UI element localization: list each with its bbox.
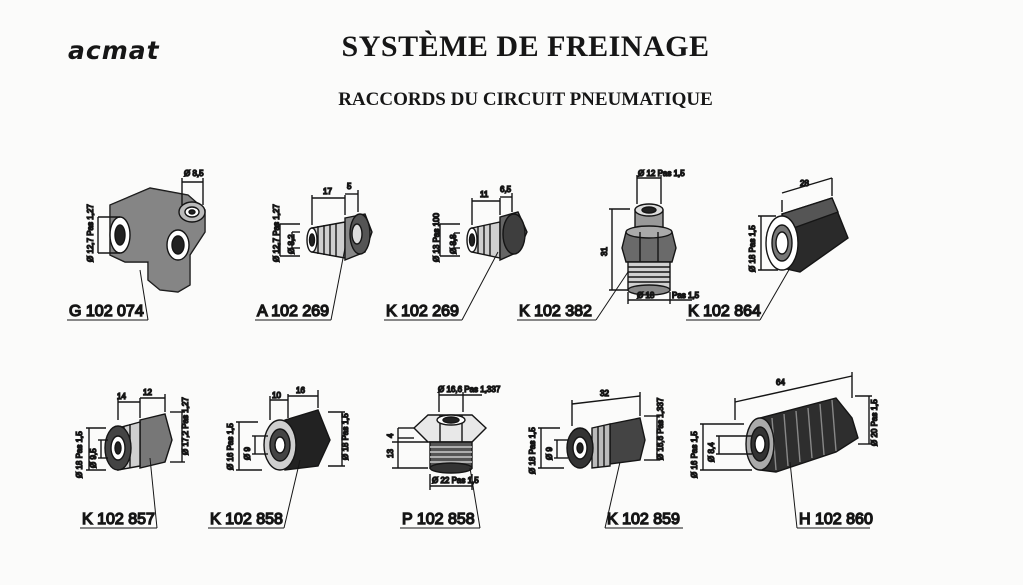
part-k102858: 10 16 Ø 16 Pas 1,5 Ø 9 Ø 18 Pas 1,5 K 10… bbox=[208, 385, 351, 529]
dim-label: 11 bbox=[480, 190, 489, 199]
part-k102269: 11 6,5 Ø 13 Pas 100 Ø 8,8 K 102 269 bbox=[384, 184, 528, 321]
part-h102860: 64 Ø 16 Pas 1,5 Ø 8,4 Ø 20 Pas 1,5 H 102… bbox=[689, 372, 880, 529]
part-reference: K 102 269 bbox=[386, 303, 459, 320]
dim-label: Ø 12,7 Pas 1,27 bbox=[86, 204, 95, 262]
dim-label: 16 bbox=[296, 386, 305, 395]
part-drawing bbox=[392, 392, 488, 490]
part-drawing bbox=[439, 193, 528, 262]
dim-label: Ø 18 bbox=[637, 291, 655, 300]
part-reference: K 102 859 bbox=[607, 511, 680, 528]
part-p102858: Ø 16,6 Pas 1,337 4 13 Ø 22 Pas 1,5 P 102… bbox=[385, 384, 501, 528]
part-k102864: 28 Ø 18 Pas 1,5 K 102 864 bbox=[686, 177, 849, 321]
part-k102859: 32 Ø 16,6 Pas 1,337 Ø 18 Pas 1,5 Ø 9 K 1… bbox=[527, 388, 683, 529]
part-drawing bbox=[758, 177, 849, 273]
brand-logo: acmat bbox=[68, 36, 160, 65]
dim-label: Ø 13 Pas 100 bbox=[432, 213, 441, 262]
dim-label: Ø 17,2 Pas 1,27 bbox=[181, 397, 190, 455]
dim-label: 10 bbox=[272, 391, 281, 400]
dim-label: 13 bbox=[386, 449, 395, 458]
part-drawing bbox=[236, 390, 345, 471]
dim-label: 5 bbox=[347, 182, 352, 191]
part-drawing bbox=[86, 394, 185, 471]
dim-label: 32 bbox=[600, 389, 609, 398]
dim-label: Ø 18 Pas 1,5 bbox=[528, 427, 537, 474]
part-reference: K 102 858 bbox=[210, 511, 283, 528]
part-drawing bbox=[97, 178, 206, 293]
dim-label: Ø 9 bbox=[243, 447, 252, 460]
part-reference: H 102 860 bbox=[799, 511, 873, 528]
dim-label: Ø 18 Pas 1,5 bbox=[748, 225, 757, 272]
part-reference: K 102 382 bbox=[519, 303, 592, 320]
dim-label: 17 bbox=[323, 187, 332, 196]
part-reference: K 102 864 bbox=[688, 303, 761, 320]
part-reference: A 102 269 bbox=[257, 303, 329, 320]
dim-label: Ø 22 Pas 1,5 bbox=[432, 476, 479, 485]
part-k102382: Ø 12 Pas 1,5 31 Ø 18 Pas 1,5 K 102 382 bbox=[517, 168, 700, 321]
dim-label: Ø 16,6 Pas 1,337 bbox=[438, 385, 501, 394]
dim-label: 31 bbox=[600, 247, 609, 256]
dim-label: Ø 18 Pas 1,5 bbox=[75, 431, 84, 478]
part-reference: P 102 858 bbox=[402, 511, 475, 528]
dim-label: Ø 18 Pas 1,5 bbox=[341, 413, 350, 460]
part-reference: K 102 857 bbox=[82, 511, 155, 528]
part-g102074: Ø 8,5 Ø 12,7 Pas 1,27 G 102 074 bbox=[67, 168, 206, 321]
dim-label: Ø 12,7 Pas 1,27 bbox=[272, 204, 281, 262]
page-title: SYSTÈME DE FREINAGE bbox=[341, 30, 710, 63]
part-a102269: 17 5 Ø 12,7 Pas 1,27 Ø 8,2 A 102 269 bbox=[255, 181, 373, 321]
dim-label: 4 bbox=[386, 433, 395, 438]
part-drawing bbox=[538, 392, 660, 469]
dim-label: Ø 20 Pas 1,5 bbox=[870, 399, 879, 446]
dim-label: Ø 9,5 bbox=[89, 448, 98, 468]
part-drawing bbox=[609, 175, 692, 304]
dim-label: Ø 16 Pas 1,5 bbox=[690, 431, 699, 478]
dim-label: 64 bbox=[776, 378, 785, 387]
dim-label: Ø 8,2 bbox=[287, 234, 296, 254]
dim-label: Ø 9 bbox=[545, 447, 554, 460]
dim-label: 12 bbox=[143, 388, 152, 397]
part-reference: G 102 074 bbox=[69, 303, 144, 320]
dim-label: Ø 16 Pas 1,5 bbox=[226, 423, 235, 470]
dim-label: 14 bbox=[117, 392, 126, 401]
dim-label: Ø 8,4 bbox=[707, 442, 716, 462]
dim-label: 28 bbox=[800, 179, 809, 188]
part-k102857: 14 12 Ø 17,2 Pas 1,27 Ø 18 Pas 1,5 Ø 9,5… bbox=[74, 387, 190, 528]
dim-label: Ø 8,8 bbox=[449, 234, 458, 254]
dim-label: Pas 1,5 bbox=[672, 291, 700, 300]
page-subtitle: RACCORDS DU CIRCUIT PNEUMATIQUE bbox=[338, 89, 713, 110]
dim-label: Ø 16,6 Pas 1,337 bbox=[656, 397, 665, 460]
part-drawing bbox=[700, 372, 872, 473]
part-drawing bbox=[279, 190, 373, 262]
dim-label: Ø 8,5 bbox=[184, 169, 204, 178]
dim-label: 6,5 bbox=[500, 185, 512, 194]
dim-label: Ø 12 Pas 1,5 bbox=[638, 169, 685, 178]
